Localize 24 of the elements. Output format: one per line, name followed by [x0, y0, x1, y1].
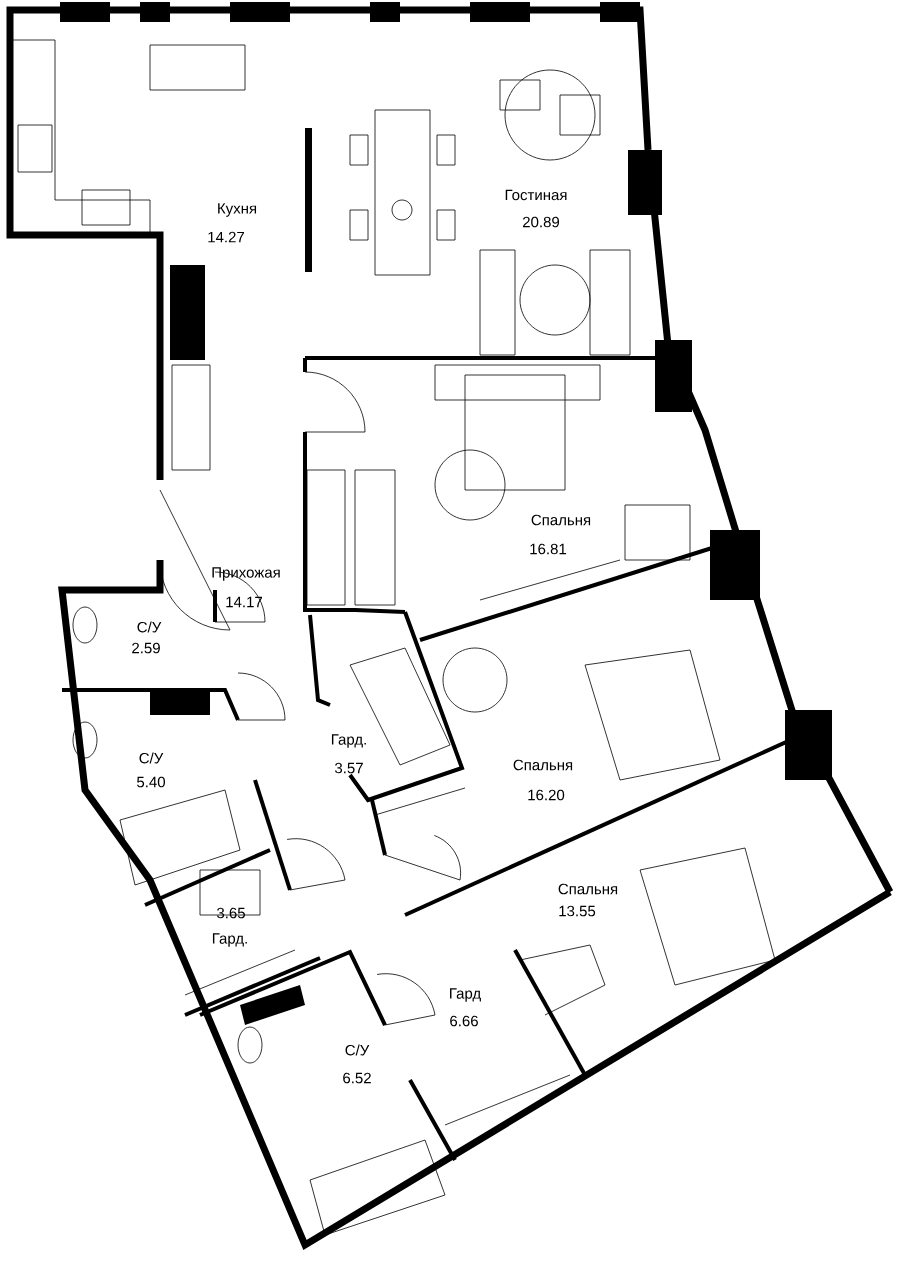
room-label: Спальня: [513, 759, 573, 771]
room-label: С/У: [139, 752, 164, 764]
room-label: Прихожая: [212, 567, 280, 581]
room-label: Спальня: [558, 883, 618, 895]
area-label: 2.59: [132, 642, 160, 654]
area-label: 14.17: [226, 596, 262, 608]
room-label: С/У: [137, 621, 162, 633]
area-label: 16.81: [530, 543, 567, 555]
room-label: С/У: [345, 1044, 370, 1056]
area-label: 6.66: [450, 1015, 478, 1027]
area-label: 3.57: [334, 762, 363, 774]
room-label: Гард.: [331, 734, 366, 748]
area-label: 13.55: [559, 905, 596, 917]
room-label: Гард.: [212, 933, 247, 947]
room-label: Спальня: [531, 514, 591, 526]
room-label: Кухня: [218, 203, 257, 217]
area-label: 3.65: [216, 907, 245, 919]
area-label: 14.27: [208, 231, 244, 243]
area-label: 5.40: [137, 776, 165, 788]
area-label: 20.89: [523, 216, 560, 228]
room-label: Гард: [450, 988, 481, 1002]
room-label: Гостиная: [505, 189, 567, 201]
area-label: 16.20: [528, 789, 565, 801]
area-label: 6.52: [343, 1072, 371, 1084]
